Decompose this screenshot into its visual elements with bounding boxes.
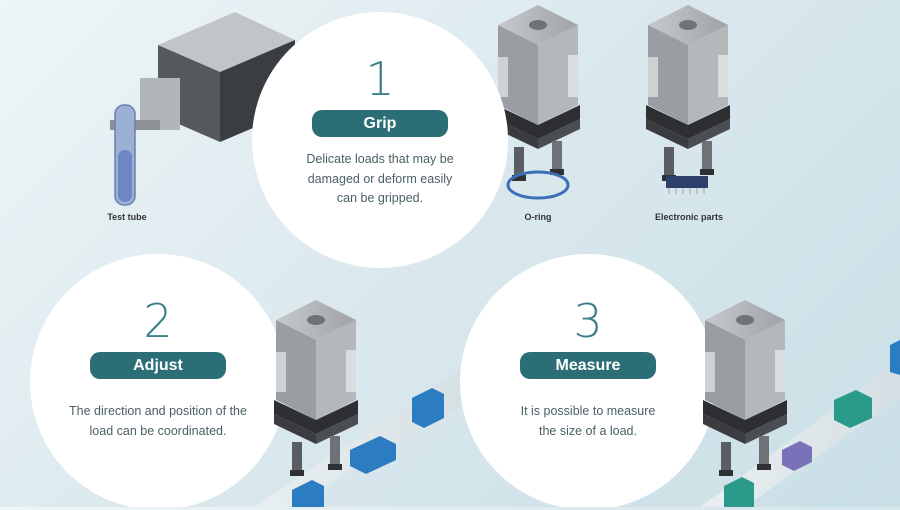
desc-line: Delicate loads that may be	[306, 152, 454, 166]
grip-circle	[252, 12, 508, 268]
section-number: 1	[365, 52, 395, 106]
section-measure: 3 Measure It is possible to measure the …	[460, 254, 716, 510]
section-description: It is possible to measure the size of a …	[474, 402, 702, 441]
blue-box-icon	[890, 340, 900, 375]
section-description: Delicate loads that may be damaged or de…	[272, 150, 488, 209]
desc-line: the size of a load.	[539, 423, 637, 438]
section-description: The direction and position of the load c…	[44, 402, 272, 441]
teal-box-icon	[834, 390, 872, 428]
adjust-circle	[30, 254, 286, 507]
blue-box-icon	[412, 388, 444, 428]
blue-box-icon	[292, 480, 324, 507]
section-grip: 1 Grip Delicate loads that may be damage…	[252, 12, 508, 268]
desc-line: It is possible to measure	[520, 404, 656, 418]
caption-o-ring: O-ring	[524, 212, 552, 222]
gripper-adjust-illustration	[274, 300, 444, 507]
chip-icon	[666, 176, 708, 188]
section-number: 3	[573, 294, 603, 348]
caption-electronic-parts: Electronic parts	[654, 212, 724, 222]
gripper-measure-illustration	[703, 300, 900, 507]
gripper-o-ring-illustration	[496, 5, 580, 200]
section-title-pill: Grip	[312, 110, 448, 137]
purple-box-icon	[782, 441, 812, 471]
desc-line: The direction and position of the	[69, 404, 247, 418]
desc-line: load can be coordinated.	[89, 423, 227, 438]
teal-box-icon	[724, 477, 754, 507]
section-adjust: 2 Adjust The direction and position of t…	[30, 254, 286, 510]
o-ring-icon	[506, 170, 570, 200]
section-title-pill: Measure	[520, 352, 656, 379]
measure-circle	[460, 254, 716, 507]
section-number: 2	[143, 294, 173, 348]
caption-test-tube: Test tube	[107, 212, 147, 222]
gripper-electronic-parts-illustration	[646, 5, 730, 194]
blue-box-icon	[350, 436, 396, 474]
desc-line: damaged or deform easily	[307, 171, 453, 186]
desc-line: can be gripped.	[336, 191, 424, 205]
section-title-pill: Adjust	[90, 352, 226, 379]
